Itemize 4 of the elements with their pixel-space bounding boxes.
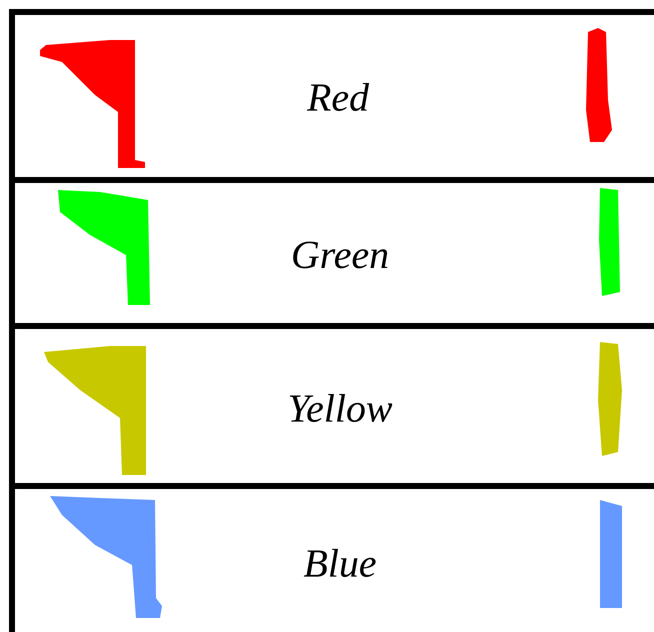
row-label: Yellow [290,394,392,422]
row-label: Red [306,82,370,111]
row-label: Green [293,242,388,268]
row-label: Blue [304,548,376,578]
